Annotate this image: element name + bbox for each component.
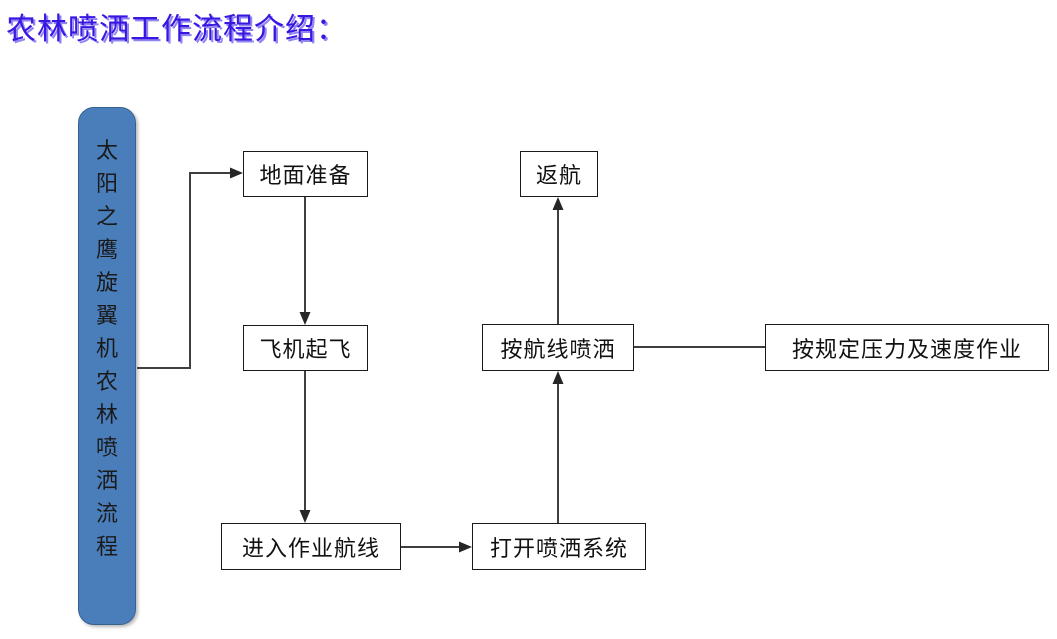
vertical-banner-process-name: 太 阳 之 鹰 旋 翼 机 农 林 喷 洒 流 程 — [78, 107, 136, 625]
node-enter-operation-route[interactable]: 进入作业航线 — [221, 523, 401, 570]
node-spray-along-route[interactable]: 按航线喷洒 — [482, 324, 634, 371]
banner-char: 旋 — [95, 270, 118, 295]
banner-char: 洒 — [95, 468, 118, 493]
node-label: 地面准备 — [259, 163, 352, 188]
edge-banner-to-ground-arrowhead — [230, 167, 243, 179]
page-title: 农林喷洒工作流程介绍： — [6, 13, 347, 46]
node-aircraft-takeoff[interactable]: 飞机起飞 — [243, 325, 368, 371]
banner-char: 农 — [95, 369, 118, 394]
banner-char: 流 — [95, 501, 118, 526]
node-label: 按航线喷洒 — [500, 336, 616, 362]
edge-takeoff-to-route-arrowhead — [299, 510, 311, 523]
node-label: 按规定压力及速度作业 — [791, 336, 1022, 362]
edge-banner-to-ground — [137, 172, 235, 369]
node-label: 打开喷洒系统 — [489, 535, 628, 561]
vertical-banner-text: 太 阳 之 鹰 旋 翼 机 农 林 喷 洒 流 程 — [79, 134, 135, 614]
banner-char: 喷 — [95, 435, 118, 460]
node-ground-preparation[interactable]: 地面准备 — [243, 151, 368, 197]
node-operate-at-specified-pressure-and-speed[interactable]: 按规定压力及速度作业 — [765, 324, 1049, 371]
edge-spray-to-return-arrowhead — [552, 197, 564, 210]
edge-route-to-system-arrowhead — [459, 541, 472, 553]
banner-char: 林 — [95, 402, 118, 427]
banner-char: 之 — [95, 204, 118, 229]
node-label: 进入作业航线 — [241, 535, 380, 561]
banner-char: 程 — [95, 534, 118, 559]
node-label: 飞机起飞 — [259, 337, 352, 362]
banner-char: 机 — [95, 336, 118, 361]
edge-ground-to-takeoff-arrowhead — [299, 312, 311, 325]
node-label: 返航 — [535, 163, 582, 188]
node-return-flight[interactable]: 返航 — [520, 151, 598, 197]
banner-char: 阳 — [95, 171, 118, 196]
edge-system-to-spray-arrowhead — [552, 371, 564, 384]
banner-char: 太 — [95, 138, 118, 163]
banner-char: 翼 — [95, 303, 118, 328]
node-open-spray-system[interactable]: 打开喷洒系统 — [472, 523, 646, 570]
banner-char: 鹰 — [95, 237, 118, 262]
